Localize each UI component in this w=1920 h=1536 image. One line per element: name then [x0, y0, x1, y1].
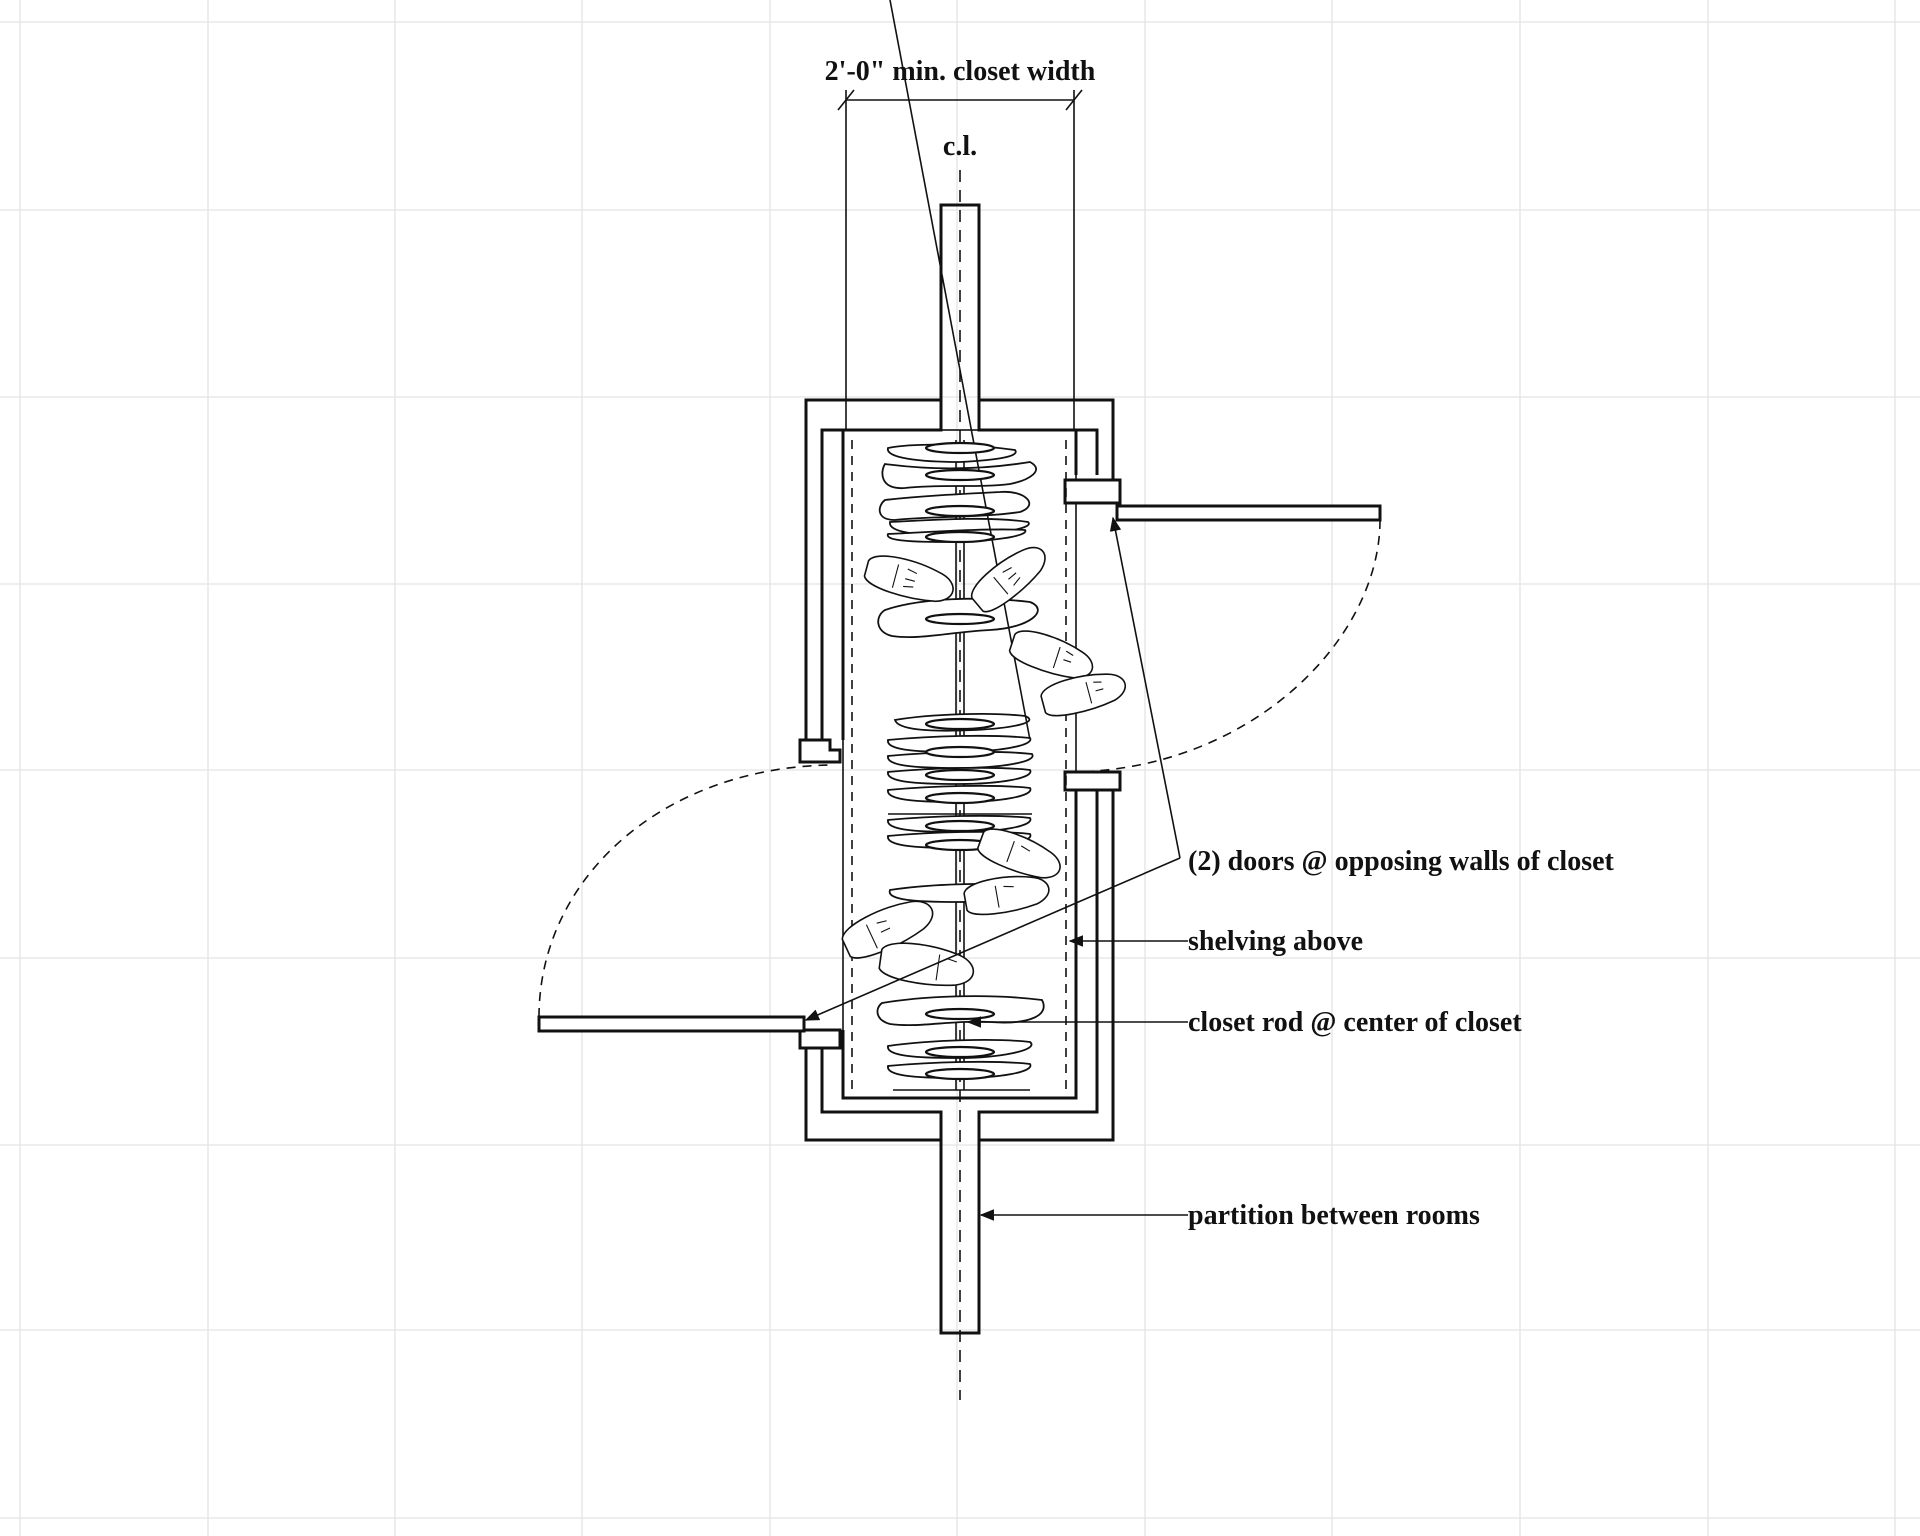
door-leaf-left: [537, 1015, 806, 1033]
dimension-label: 2'-0" min. closet width: [825, 56, 1096, 87]
door-jambs: [798, 478, 1122, 1050]
partition-annotation: partition between rooms: [1188, 1200, 1480, 1231]
closet-rod-annotation: closet rod @ center of closet: [1188, 1007, 1522, 1038]
centerline-label: c.l.: [943, 131, 977, 162]
partition-wall-top: [939, 203, 981, 400]
door-leaf-right: [1115, 504, 1382, 522]
annotation-leaders: [804, 516, 1188, 1221]
width-dimension: [837, 89, 1083, 430]
hanging-garments: [876, 0, 1045, 1091]
hangers: [924, 441, 996, 1081]
door-swing-right: [1071, 519, 1381, 773]
door-swing-left: [538, 764, 831, 1018]
shoes: [841, 546, 1126, 987]
shelving-annotation: shelving above: [1188, 926, 1363, 957]
doors-annotation: (2) doors @ opposing walls of closet: [1188, 846, 1615, 877]
